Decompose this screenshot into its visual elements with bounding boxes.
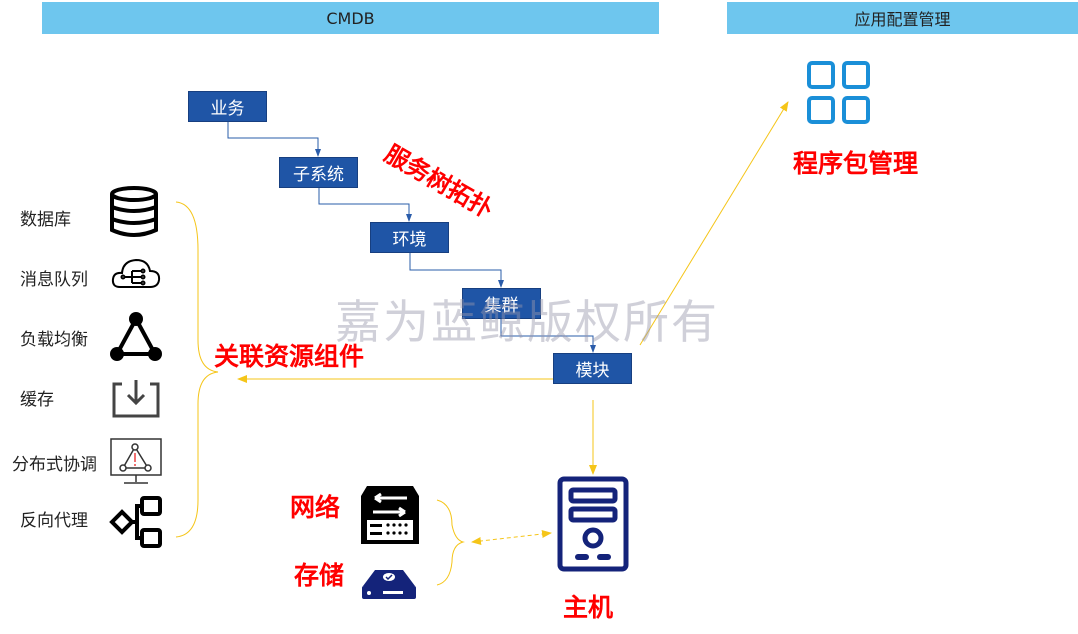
host-label: 主机 xyxy=(563,593,614,622)
brace-net-storage xyxy=(436,499,465,586)
grid-apps-icon xyxy=(807,61,870,124)
component-label: 缓存 xyxy=(20,390,54,410)
brace-components xyxy=(175,201,219,538)
tree-node-business[interactable]: 业务 xyxy=(188,91,267,122)
storage-drive-icon xyxy=(362,570,416,599)
component-label: 负载均衡 xyxy=(20,330,88,350)
component-label: 分布式协调 xyxy=(12,455,97,475)
link-net-storage xyxy=(471,530,552,545)
related-components-label: 关联资源组件 xyxy=(214,342,365,371)
network-label: 网络 xyxy=(290,493,341,522)
tree-node-subsystem[interactable]: 子系统 xyxy=(279,157,358,188)
tree-node-cluster[interactable]: 集群 xyxy=(462,288,541,319)
tree-link xyxy=(409,253,504,288)
tree-link xyxy=(318,188,412,222)
cmdb-header: CMDB xyxy=(42,2,659,34)
tree-node-module[interactable]: 模块 xyxy=(553,353,632,384)
component-label: 数据库 xyxy=(20,210,71,230)
download-tray-icon xyxy=(112,380,160,418)
flow-diagram-icon xyxy=(109,496,162,548)
cloud-queue-icon xyxy=(111,258,161,288)
tree-node-environment[interactable]: 环境 xyxy=(370,222,449,253)
watermark: 嘉为蓝鲸版权所有 xyxy=(335,295,719,349)
tree-link xyxy=(500,319,596,353)
component-label: 反向代理 xyxy=(20,511,88,531)
monitor-alert-icon xyxy=(110,438,162,484)
app-config-header: 应用配置管理 xyxy=(727,2,1078,34)
server-host-icon xyxy=(557,476,629,572)
database-icon xyxy=(110,186,158,237)
triangle-nodes-icon xyxy=(110,312,162,361)
component-label: 消息队列 xyxy=(20,270,88,290)
storage-label: 存储 xyxy=(294,561,345,590)
package-mgmt-label: 程序包管理 xyxy=(793,149,919,178)
link-package xyxy=(639,101,789,346)
network-switch-icon xyxy=(361,486,419,544)
tree-link xyxy=(227,122,321,157)
